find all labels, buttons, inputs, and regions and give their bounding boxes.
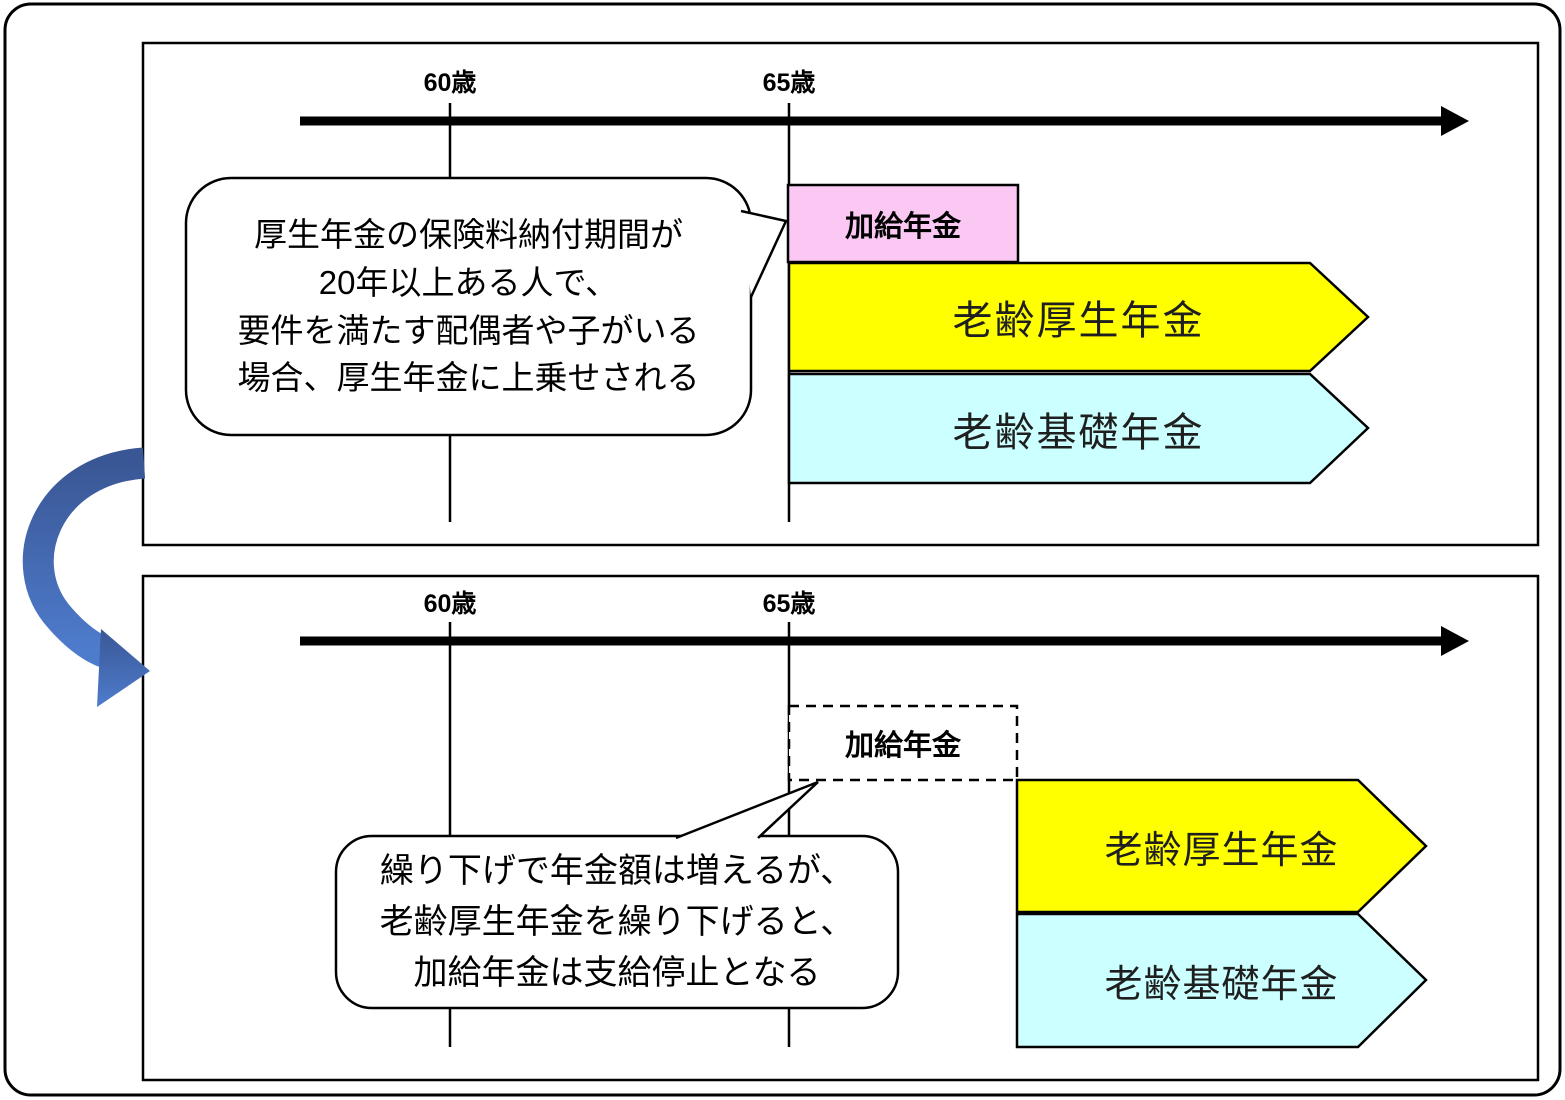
bubble-top-line-2: 20年以上ある人で、 — [318, 263, 619, 301]
age-label-65-bottom: 65歳 — [762, 590, 816, 618]
speech-bubble-tail-fill-top — [741, 211, 786, 297]
kousei-arrow-top — [787, 261, 1370, 373]
kiso-arrow-bottom — [1015, 912, 1428, 1049]
age-label-60-bottom: 60歳 — [423, 590, 477, 618]
kiso-label-top: 老齢基礎年金 — [952, 410, 1205, 455]
speech-bubble-tail-bottom — [675, 780, 819, 840]
bubble-top-line-3: 要件を満たす配偶者や子がいる — [237, 311, 700, 349]
cycle-arrow-body — [22, 447, 146, 668]
cycle-arrow — [22, 447, 150, 707]
speech-bubble-top — [184, 176, 753, 437]
bubble-bottom-line-1: 繰り下げで年金額は増えるが、 — [379, 851, 855, 890]
speech-bubble-bottom — [334, 834, 900, 1010]
speech-bubble-bottom-text: 繰り下げで年金額は増えるが、 老齢厚生年金を繰り下げると、 加給年金は支給停止と… — [336, 836, 898, 1008]
kousei-label-bottom: 老齢厚生年金 — [1104, 829, 1339, 872]
speech-bubble-tail-top — [740, 209, 788, 298]
bubble-bottom-line-3: 加給年金は支給停止となる — [413, 953, 821, 992]
timeline-arrowhead-bottom — [1441, 626, 1469, 656]
speech-bubble-top-text: 厚生年金の保険料納付期間が 20年以上ある人で、 要件を満たす配偶者や子がいる … — [186, 178, 751, 435]
kousei-arrow-bottom — [1015, 778, 1428, 914]
cycle-arrow-head — [97, 629, 150, 707]
kiso-label-bottom: 老齢基礎年金 — [1104, 964, 1339, 1006]
kiso-arrow-top — [787, 372, 1370, 485]
bubble-bottom-line-2: 老齢厚生年金を繰り下げると、 — [379, 902, 855, 941]
age-label-65-top: 65歳 — [762, 69, 816, 97]
timeline-arrowhead-top — [1441, 106, 1469, 136]
kakyuu-box-top — [786, 183, 1020, 264]
bubble-top-line-1: 厚生年金の保険料納付期間が — [254, 215, 683, 253]
kousei-label-top: 老齢厚生年金 — [952, 299, 1205, 343]
age-label-60-top: 60歳 — [423, 69, 477, 97]
kakyuu-label-bottom: 加給年金 — [844, 730, 961, 762]
kakyuu-label-top: 加給年金 — [844, 210, 961, 243]
kakyuu-box-dashed-bottom — [787, 704, 1019, 782]
bubble-top-line-4: 場合、厚生年金に上乗せされる — [237, 359, 700, 397]
